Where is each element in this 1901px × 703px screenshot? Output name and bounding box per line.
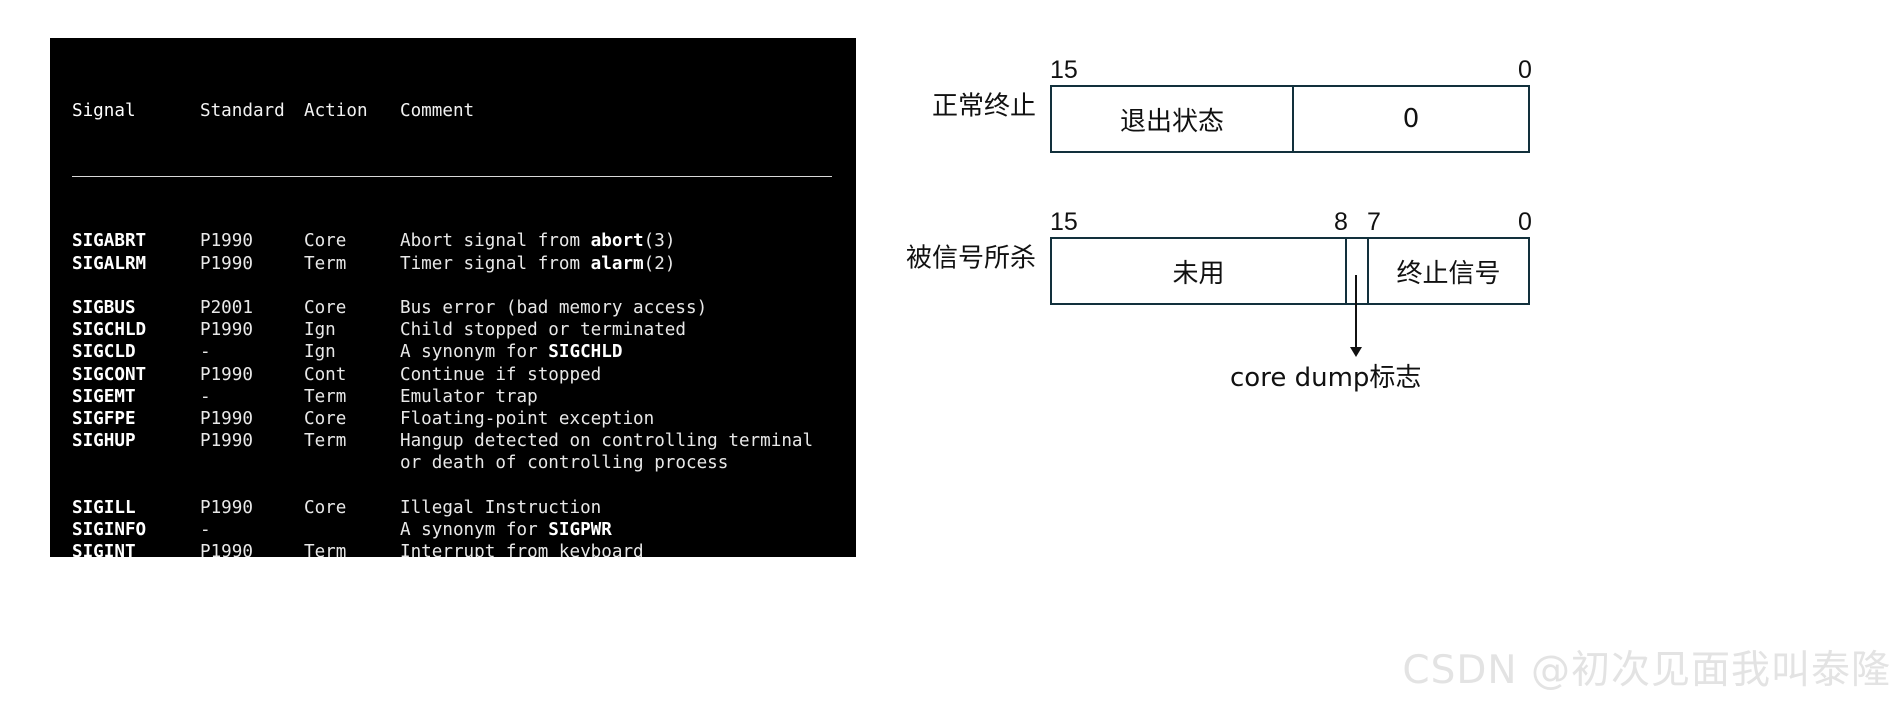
normal-bitbox-wrap: 正常终止 15 0 退出状态 0 <box>932 55 1532 153</box>
cell-signal: SIGCHLD <box>72 320 147 341</box>
cell-action: Term <box>304 253 347 274</box>
cell-standard: P2001 <box>200 297 253 318</box>
core-dump-flag-label: core dump标志 <box>1230 363 1422 393</box>
cell-standard: - <box>200 342 211 363</box>
cell-action: Term <box>304 386 347 407</box>
killed-by-signal-label: 被信号所杀 <box>905 243 1036 274</box>
cell-comment: Abort signal from abort(3) <box>400 231 676 252</box>
table-header-row: Signal Standard Action Comment <box>72 100 856 122</box>
cell-comment: Child stopped or terminated <box>400 320 686 341</box>
column-header-standard: Standard <box>200 101 285 122</box>
cell-standard: P1990 <box>200 497 253 518</box>
cell-signal: SIGCLD <box>72 342 136 363</box>
table-row-spacer <box>72 275 856 297</box>
cell-exit-status: 退出状态 <box>1119 106 1224 137</box>
cell-action: Core <box>304 408 347 429</box>
table-row-spacer <box>72 474 856 496</box>
cell-core-dump-flag <box>1345 239 1367 303</box>
cell-zero: 0 <box>1292 87 1528 151</box>
table-row: SIGINT P1990 Term Interrupt from keyboard <box>72 541 856 557</box>
diagram-panel: 正常终止 15 0 退出状态 0 被信号所杀 15 8 7 0 未用 终 <box>880 0 1901 703</box>
cell-comment: Hangup detected on controlling terminal <box>400 431 814 452</box>
cell-action: Core <box>304 497 347 518</box>
table-row: SIGINFO - A synonym for SIGPWR <box>72 519 856 541</box>
down-arrow-icon <box>1350 275 1362 357</box>
bit-tick-8-signal: 8 <box>1334 208 1348 236</box>
column-header-signal: Signal <box>72 101 136 122</box>
bit-tick-7-signal: 7 <box>1367 208 1381 236</box>
cell-standard: - <box>200 519 211 540</box>
table-row: SIGCHLD P1990 Ign Child stopped or terminat… <box>72 319 856 341</box>
bit-tick-0-normal: 0 <box>1518 56 1532 84</box>
cell-comment: Floating-point exception <box>400 408 655 429</box>
cell-signal: SIGINFO <box>72 519 147 540</box>
cell-standard: P1990 <box>200 431 253 452</box>
cell-action: Term <box>304 542 347 557</box>
cell-standard: - <box>200 386 211 407</box>
cell-signal: SIGBUS <box>72 297 136 318</box>
terminal-panel: Signal Standard Action Comment SIGABRT P1990… <box>50 38 856 557</box>
signal-table: Signal Standard Action Comment SIGABRT P1990… <box>50 38 856 557</box>
bit-tick-0-signal: 0 <box>1518 208 1532 236</box>
table-row: SIGALRM P1990 Term Timer signal from alarm(… <box>72 253 856 275</box>
cell-signal: SIGINT <box>72 542 136 557</box>
cell-signal: SIGALRM <box>72 253 147 274</box>
cell-signal: SIGFPE <box>72 408 136 429</box>
cell-signal: SIGABRT <box>72 231 147 252</box>
table-row: SIGEMT - Term Emulator trap <box>72 386 856 408</box>
diagram-killed-by-signal: 被信号所杀 15 8 7 0 未用 终止信号 <box>900 207 1532 305</box>
cell-signal: SIGHUP <box>72 431 136 452</box>
table-row: SIGFPE P1990 Core Floating-point exception <box>72 408 856 430</box>
cell-comment: Emulator trap <box>400 386 538 407</box>
signal-bitbox-wrap: 被信号所杀 15 8 7 0 未用 终止信号 <box>906 207 1532 305</box>
cell-unused: 未用 <box>1172 258 1225 289</box>
signal-bit-ticks: 15 8 7 0 <box>1050 207 1532 237</box>
column-header-comment: Comment <box>400 101 475 122</box>
table-row: SIGCONT P1990 Cont Continue if stopped <box>72 364 856 386</box>
header-divider <box>72 176 832 178</box>
cell-action: Cont <box>304 364 347 385</box>
cell-signal: SIGEMT <box>72 386 136 407</box>
cell-comment: Illegal Instruction <box>400 497 602 518</box>
cell-comment: Timer signal from alarm(2) <box>400 253 676 274</box>
cell-signal: SIGCONT <box>72 364 147 385</box>
normal-termination-label: 正常终止 <box>931 91 1036 122</box>
cell-action: Term <box>304 431 347 452</box>
cell-standard: P1990 <box>200 542 253 557</box>
cell-action: Core <box>304 297 347 318</box>
cell-comment: A synonym for SIGPWR <box>400 519 612 540</box>
cell-comment: Continue if stopped <box>400 364 602 385</box>
cell-comment: A synonym for SIGCHLD <box>400 342 623 363</box>
cell-standard: P1990 <box>200 364 253 385</box>
cell-signal: SIGILL <box>72 497 136 518</box>
cell-standard: P1990 <box>200 253 253 274</box>
table-row: SIGCLD - Ign A synonym for SIGCHLD <box>72 341 856 363</box>
cell-standard: P1990 <box>200 408 253 429</box>
cell-comment: Interrupt from keyboard <box>400 542 644 557</box>
cell-comment: Bus error (bad memory access) <box>400 297 708 318</box>
watermark: CSDN @初次见面我叫泰隆 <box>1402 648 1891 693</box>
cell-termination-signal: 终止信号 <box>1367 239 1528 303</box>
cell-standard: P1990 <box>200 231 253 252</box>
diagram-normal-termination: 正常终止 15 0 退出状态 0 <box>900 55 1532 153</box>
table-row: SIGABRT P1990 Core Abort signal from abort(… <box>72 230 856 252</box>
bit-tick-15-normal: 15 <box>1050 56 1078 84</box>
table-row: SIGBUS P2001 Core Bus error (bad memory acc… <box>72 297 856 319</box>
bit-tick-15-signal: 15 <box>1050 208 1078 236</box>
killed-by-signal-bitfield: 未用 终止信号 <box>1050 237 1530 305</box>
cell-action: Core <box>304 231 347 252</box>
cell-comment-continuation: or death of controlling process <box>400 453 729 474</box>
cell-action: Ign <box>304 342 336 363</box>
cell-standard: P1990 <box>200 320 253 341</box>
table-row: SIGILL P1990 Core Illegal Instruction <box>72 497 856 519</box>
table-row: SIGHUP P1990 Term Hangup detected on contro… <box>72 430 856 452</box>
normal-termination-bitfield: 退出状态 0 <box>1050 85 1530 153</box>
column-header-action: Action <box>304 101 368 122</box>
cell-action: Ign <box>304 320 336 341</box>
table-row-continuation: or death of controlling process <box>72 452 856 474</box>
normal-bit-ticks: 15 0 <box>1050 55 1532 85</box>
